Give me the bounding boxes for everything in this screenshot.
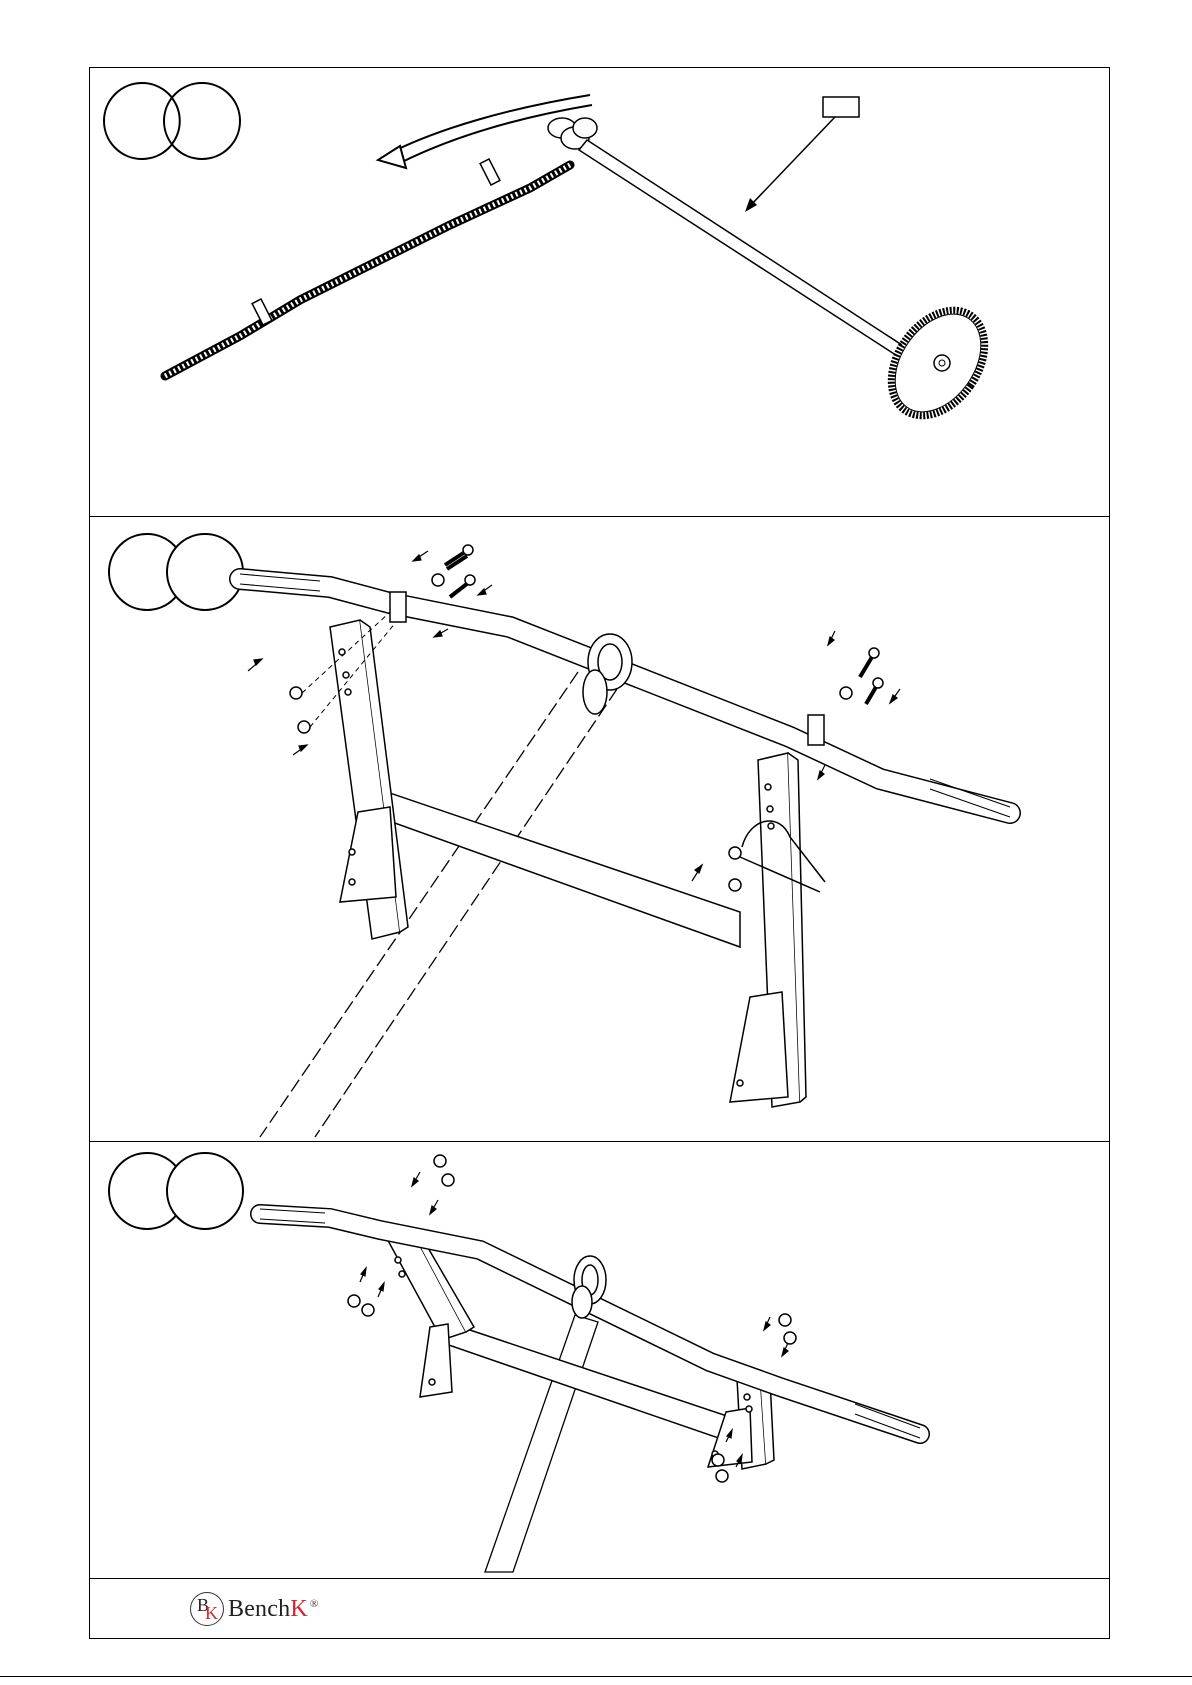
bar-clamp-left xyxy=(390,592,406,622)
step-3-badge xyxy=(109,1153,243,1229)
step-3-illustration xyxy=(90,1142,1111,1578)
ez-curl-bar xyxy=(165,159,570,376)
step-2-illustration xyxy=(90,517,1111,1141)
right-upright xyxy=(730,753,806,1107)
step-2-badge xyxy=(109,534,243,610)
left-upright xyxy=(330,620,408,939)
loop-ring xyxy=(583,634,632,714)
step-3-panel xyxy=(90,1142,1109,1578)
stand-crossbar xyxy=(378,789,740,947)
brand-name-first: Bench xyxy=(228,1596,290,1622)
bar-clamp-right xyxy=(808,715,824,745)
base-disc xyxy=(872,293,1004,434)
bolt-icon xyxy=(432,545,475,597)
brand-name: BenchK® xyxy=(228,1596,318,1623)
registered-mark: ® xyxy=(310,1598,319,1610)
step-1-panel xyxy=(90,68,1109,516)
part-callout-box xyxy=(823,97,859,117)
door-pole-dashed xyxy=(260,672,617,1137)
callout-leader xyxy=(750,117,835,206)
door-pole xyxy=(579,140,925,370)
page-bottom-rule xyxy=(0,1676,1192,1677)
step-1-badge xyxy=(104,83,240,159)
step-1-illustration xyxy=(90,68,1111,516)
brand-name-second: K xyxy=(290,1596,308,1622)
step-2-panel xyxy=(90,517,1109,1141)
bolt-icon xyxy=(840,648,883,704)
